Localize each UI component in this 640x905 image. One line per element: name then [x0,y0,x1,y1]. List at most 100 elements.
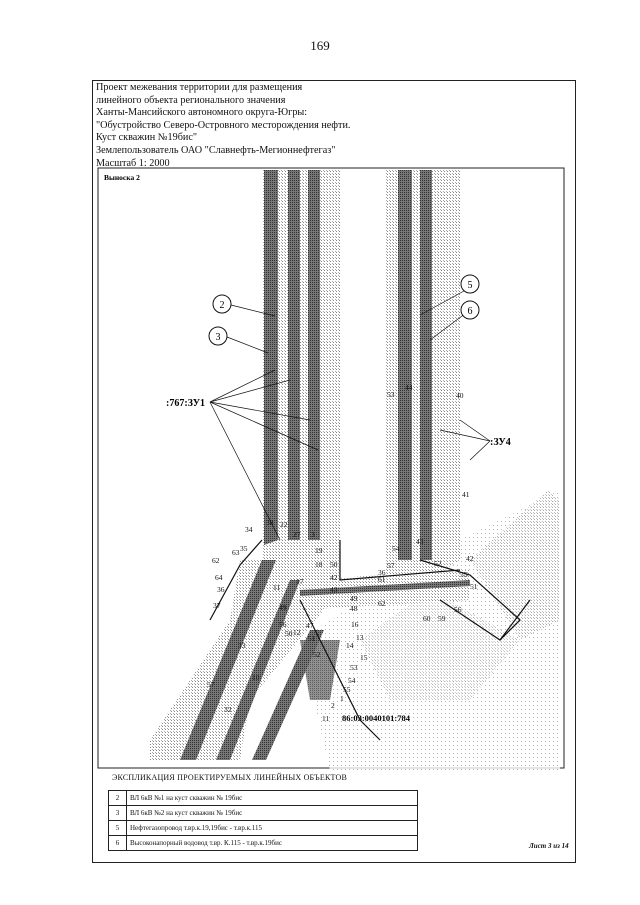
legend-row: 6 Высоконапорный водовод т.вр. К.115 - т… [108,835,418,851]
point-label: 52 [313,650,321,659]
point-label: 60 [423,614,431,623]
page-number: 169 [310,38,330,53]
point-label: 64 [215,573,223,582]
legend-title: ЭКСПЛИКАЦИЯ ПРОЕКТИРУЕМЫХ ЛИНЕЙНЫХ ОБЪЕК… [112,773,348,782]
point-label: 42 [330,573,338,582]
pad-access [300,640,340,700]
point-label: 53 [387,390,395,399]
point-label: 63 [232,548,240,557]
point-label: 2 [331,701,335,710]
header-line: Масштаб 1: 2000 [96,157,170,169]
point-label: 61 [378,575,386,584]
drawing-frame [92,80,576,863]
point-label: 36 [378,568,386,577]
sheet-number: Лист 3 из 14 [529,842,569,850]
header-line: Землепользователь ОАО "Славнефть-Мегионн… [96,144,336,156]
point-label: 38 [266,518,274,527]
point-label: 54 [392,544,400,553]
legend-row: 3 ВЛ 6кВ №2 на куст скважин № 19бис [108,805,418,821]
point-label: 16 [351,620,359,629]
point-label: 50 [330,560,338,569]
callout-5-label: 5 [468,280,473,291]
well-pad-inner [360,590,520,700]
boundary-lines [209,539,531,741]
point-label: 62 [378,599,386,608]
point-label: 57 [207,680,215,689]
point-label: 34 [245,525,253,534]
point-label: 43 [416,537,424,546]
legend-num: 6 [108,835,127,851]
point-label: 14 [346,641,354,650]
corridor-left-dense [308,170,320,540]
point-label: 50 [285,629,293,638]
point-label: 51 [308,634,316,643]
point-label: 47 [306,621,314,630]
legend-desc: Нефтегазопровод т.вр.к.19,19бис - т.вр.к… [126,820,418,836]
point-label: 3 [311,530,315,539]
legend-num: 3 [108,805,127,821]
legend-desc: Высоконапорный водовод т.вр. К.115 - т.в… [126,835,418,851]
corridor-right-dense [398,170,412,560]
point-label: 49 [279,603,287,612]
point-label: 42 [466,554,474,563]
project-header: Проект межевания территории для размещен… [96,82,566,170]
corridor-diagonal-dense [216,580,300,760]
point-labels: 34 35 63 62 64 36 37 38 22 27 3 19 18 50… [207,383,478,723]
point-label: 56 [454,605,462,614]
callout-3: 3 [208,326,228,346]
point-label: 55 [343,685,351,694]
point-label: 43 [330,585,338,594]
cadastral-number: 86:03:0040101:784 [342,713,411,723]
point-label: 19 [315,546,323,555]
point-label: 41 [462,490,470,499]
legend-desc: ВЛ 6кВ №2 на куст скважин № 19бис [126,805,418,821]
zone-label-zu1: :767:ЗУ1 [166,398,205,409]
callout-2-label: 2 [220,300,225,311]
legend-row: 5 Нефтегазопровод т.вр.к.19,19бис - т.вр… [108,820,418,836]
connector-band-dense [300,580,470,596]
corridor-left-dense [264,170,278,545]
inset-label: Выноска 2 [104,173,140,182]
legend-row: 2 ВЛ 6кВ №1 на куст скважин № 19бис [108,790,418,806]
header-line: "Обустройство Северо-Островного месторож… [96,119,351,131]
legend-num: 2 [108,790,127,806]
site-plan-drawing: Выноска 2 2 3 5 6 :767:ЗУ1 :ЗУ4 86:03:00… [97,167,565,770]
point-label: 12 [293,628,301,637]
point-label: 59 [438,614,446,623]
point-label: 62 [212,556,220,565]
point-label: 1 [340,694,344,703]
callout-6: 6 [460,300,480,320]
point-label: 36 [217,585,225,594]
zone-label-zu4: :ЗУ4 [490,437,511,448]
point-label: 11 [273,583,280,592]
point-label: 55 [460,570,468,579]
point-label: 33 [238,641,246,650]
corridor-diagonal [150,560,340,760]
legend-table: 2 ВЛ 6кВ №1 на куст скважин № 19бис 3 ВЛ… [108,790,418,851]
callout-2: 2 [212,294,232,314]
header-line: Ханты-Мансийского автономного округа-Югр… [96,107,308,119]
point-label: 13 [356,633,364,642]
point-label: 32 [224,705,232,714]
point-label: 54 [348,676,356,685]
header-line: Проект межевания территории для размещен… [96,82,303,93]
point-label: 56 [279,620,287,629]
point-label: 15 [360,653,368,662]
point-label: 18 [315,560,323,569]
header-line: Куст скважин №19бис" [96,132,198,144]
point-label: 51 [470,582,478,591]
point-label: 35 [240,544,248,553]
legend-num: 5 [108,820,127,836]
point-label: 40 [456,391,464,400]
point-label: 11 [322,714,329,723]
point-label: 17 [296,577,304,586]
header-line: линейного объекта регионального значения [96,94,286,106]
point-label: 22 [280,520,288,529]
point-label: 48 [350,604,358,613]
point-label: 27 [293,530,301,539]
corridor-right-dense [420,170,432,560]
callout-6-label: 6 [468,306,473,317]
pad-edge [470,490,560,640]
point-label: 49 [350,594,358,603]
point-label: 37 [213,601,221,610]
